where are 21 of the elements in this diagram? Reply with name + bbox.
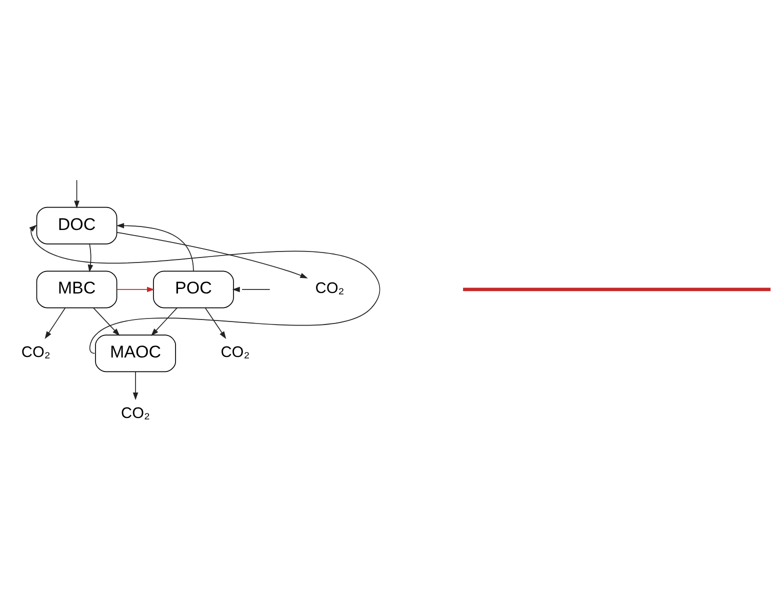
arrow [116,232,308,278]
arrow [116,222,194,272]
node-text: CO₂ [220,344,250,361]
arrow [93,307,120,336]
node-box: MBC [36,270,118,308]
arrow [29,224,380,354]
node-box: MAOC [95,334,176,372]
node-bar [463,287,771,291]
node-text: CO₂ [21,344,50,361]
arrow [132,371,138,400]
arrow [150,307,178,336]
arrow [204,307,226,339]
arrow [232,286,270,292]
node-text: CO₂ [315,280,344,297]
arrow [88,243,94,272]
node-text: CO₂ [121,404,150,422]
node-box: POC [153,270,234,308]
arrow [74,179,80,208]
node-box: DOC [36,206,118,244]
arrow [116,286,155,292]
arrow [44,307,66,339]
